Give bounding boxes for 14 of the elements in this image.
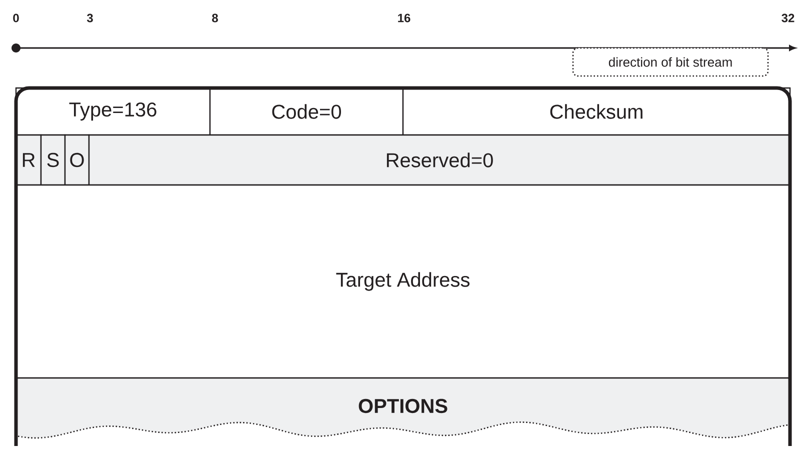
bit-number: 32 — [782, 14, 794, 22]
flag-field: S — [40, 134, 66, 186]
bit-number: 8 — [212, 14, 218, 22]
note-box: direction of bit stream — [572, 47, 769, 77]
flag-field: R — [15, 134, 42, 186]
bit-number: 3 — [86, 14, 93, 22]
header-field: Checksum — [402, 87, 791, 136]
bit-number: 16 — [398, 14, 410, 22]
flag-field: O — [64, 134, 90, 186]
header-field: Type=136 — [15, 87, 211, 136]
bit-number: 0 — [13, 14, 19, 22]
header-field: Target Address — [15, 184, 791, 379]
options-field: OPTIONS — [16, 377, 790, 439]
header-field: Code=0 — [209, 87, 404, 136]
